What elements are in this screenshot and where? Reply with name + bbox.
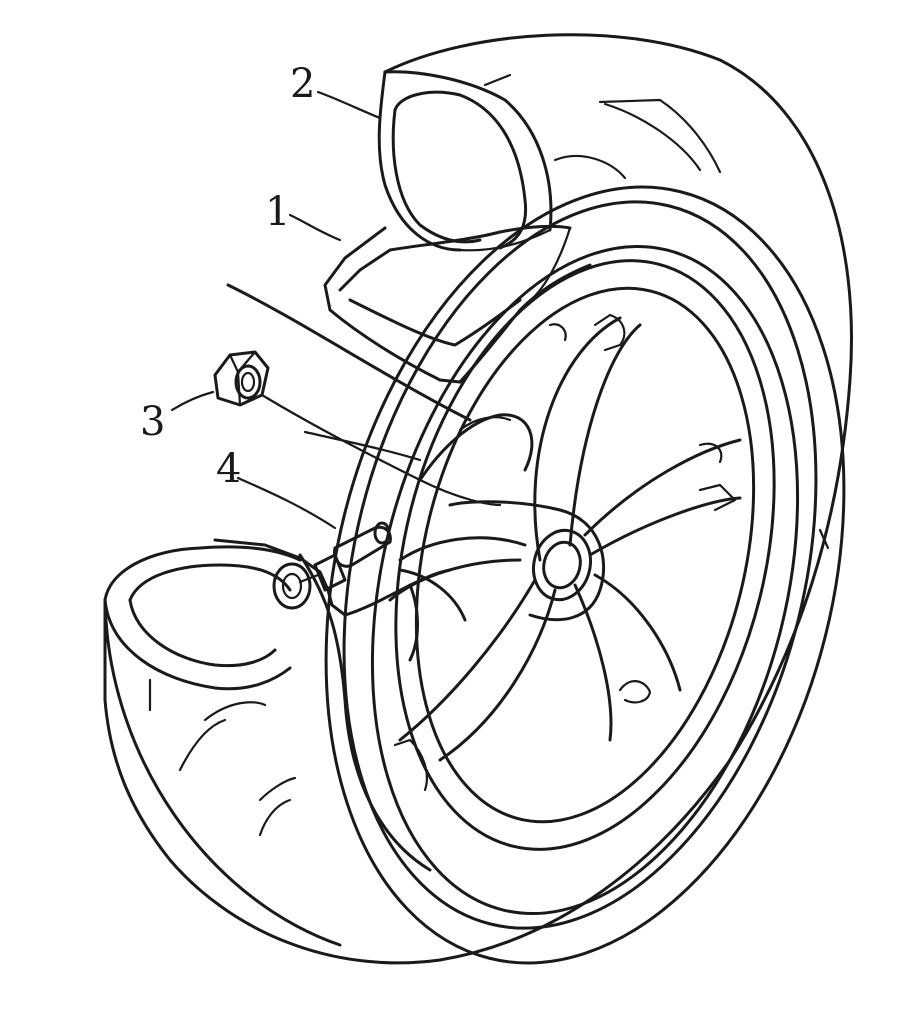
valve-stem (298, 521, 392, 592)
tire-section-cutaway (377, 70, 553, 252)
callout-3: 3 (140, 399, 165, 445)
tire-lower-cutaway (103, 538, 467, 872)
callout-1: 1 (265, 189, 290, 235)
rim-strip (323, 224, 592, 384)
wheel-spokes (388, 313, 742, 792)
leader-3 (170, 390, 215, 412)
callout-leaders (170, 90, 382, 530)
nut-leader-to-hub (260, 393, 502, 507)
leader-1 (288, 213, 342, 242)
callout-labels: 1 2 3 4 (140, 61, 315, 492)
axle-centerline (226, 283, 472, 462)
leader-2 (316, 90, 382, 120)
callout-4: 4 (216, 446, 241, 492)
callout-2: 2 (290, 61, 315, 107)
tire (103, 33, 853, 965)
hex-nut (213, 350, 270, 407)
wheel-hub (418, 413, 606, 622)
leader-4 (236, 476, 337, 530)
wheel-rim (394, 259, 776, 851)
